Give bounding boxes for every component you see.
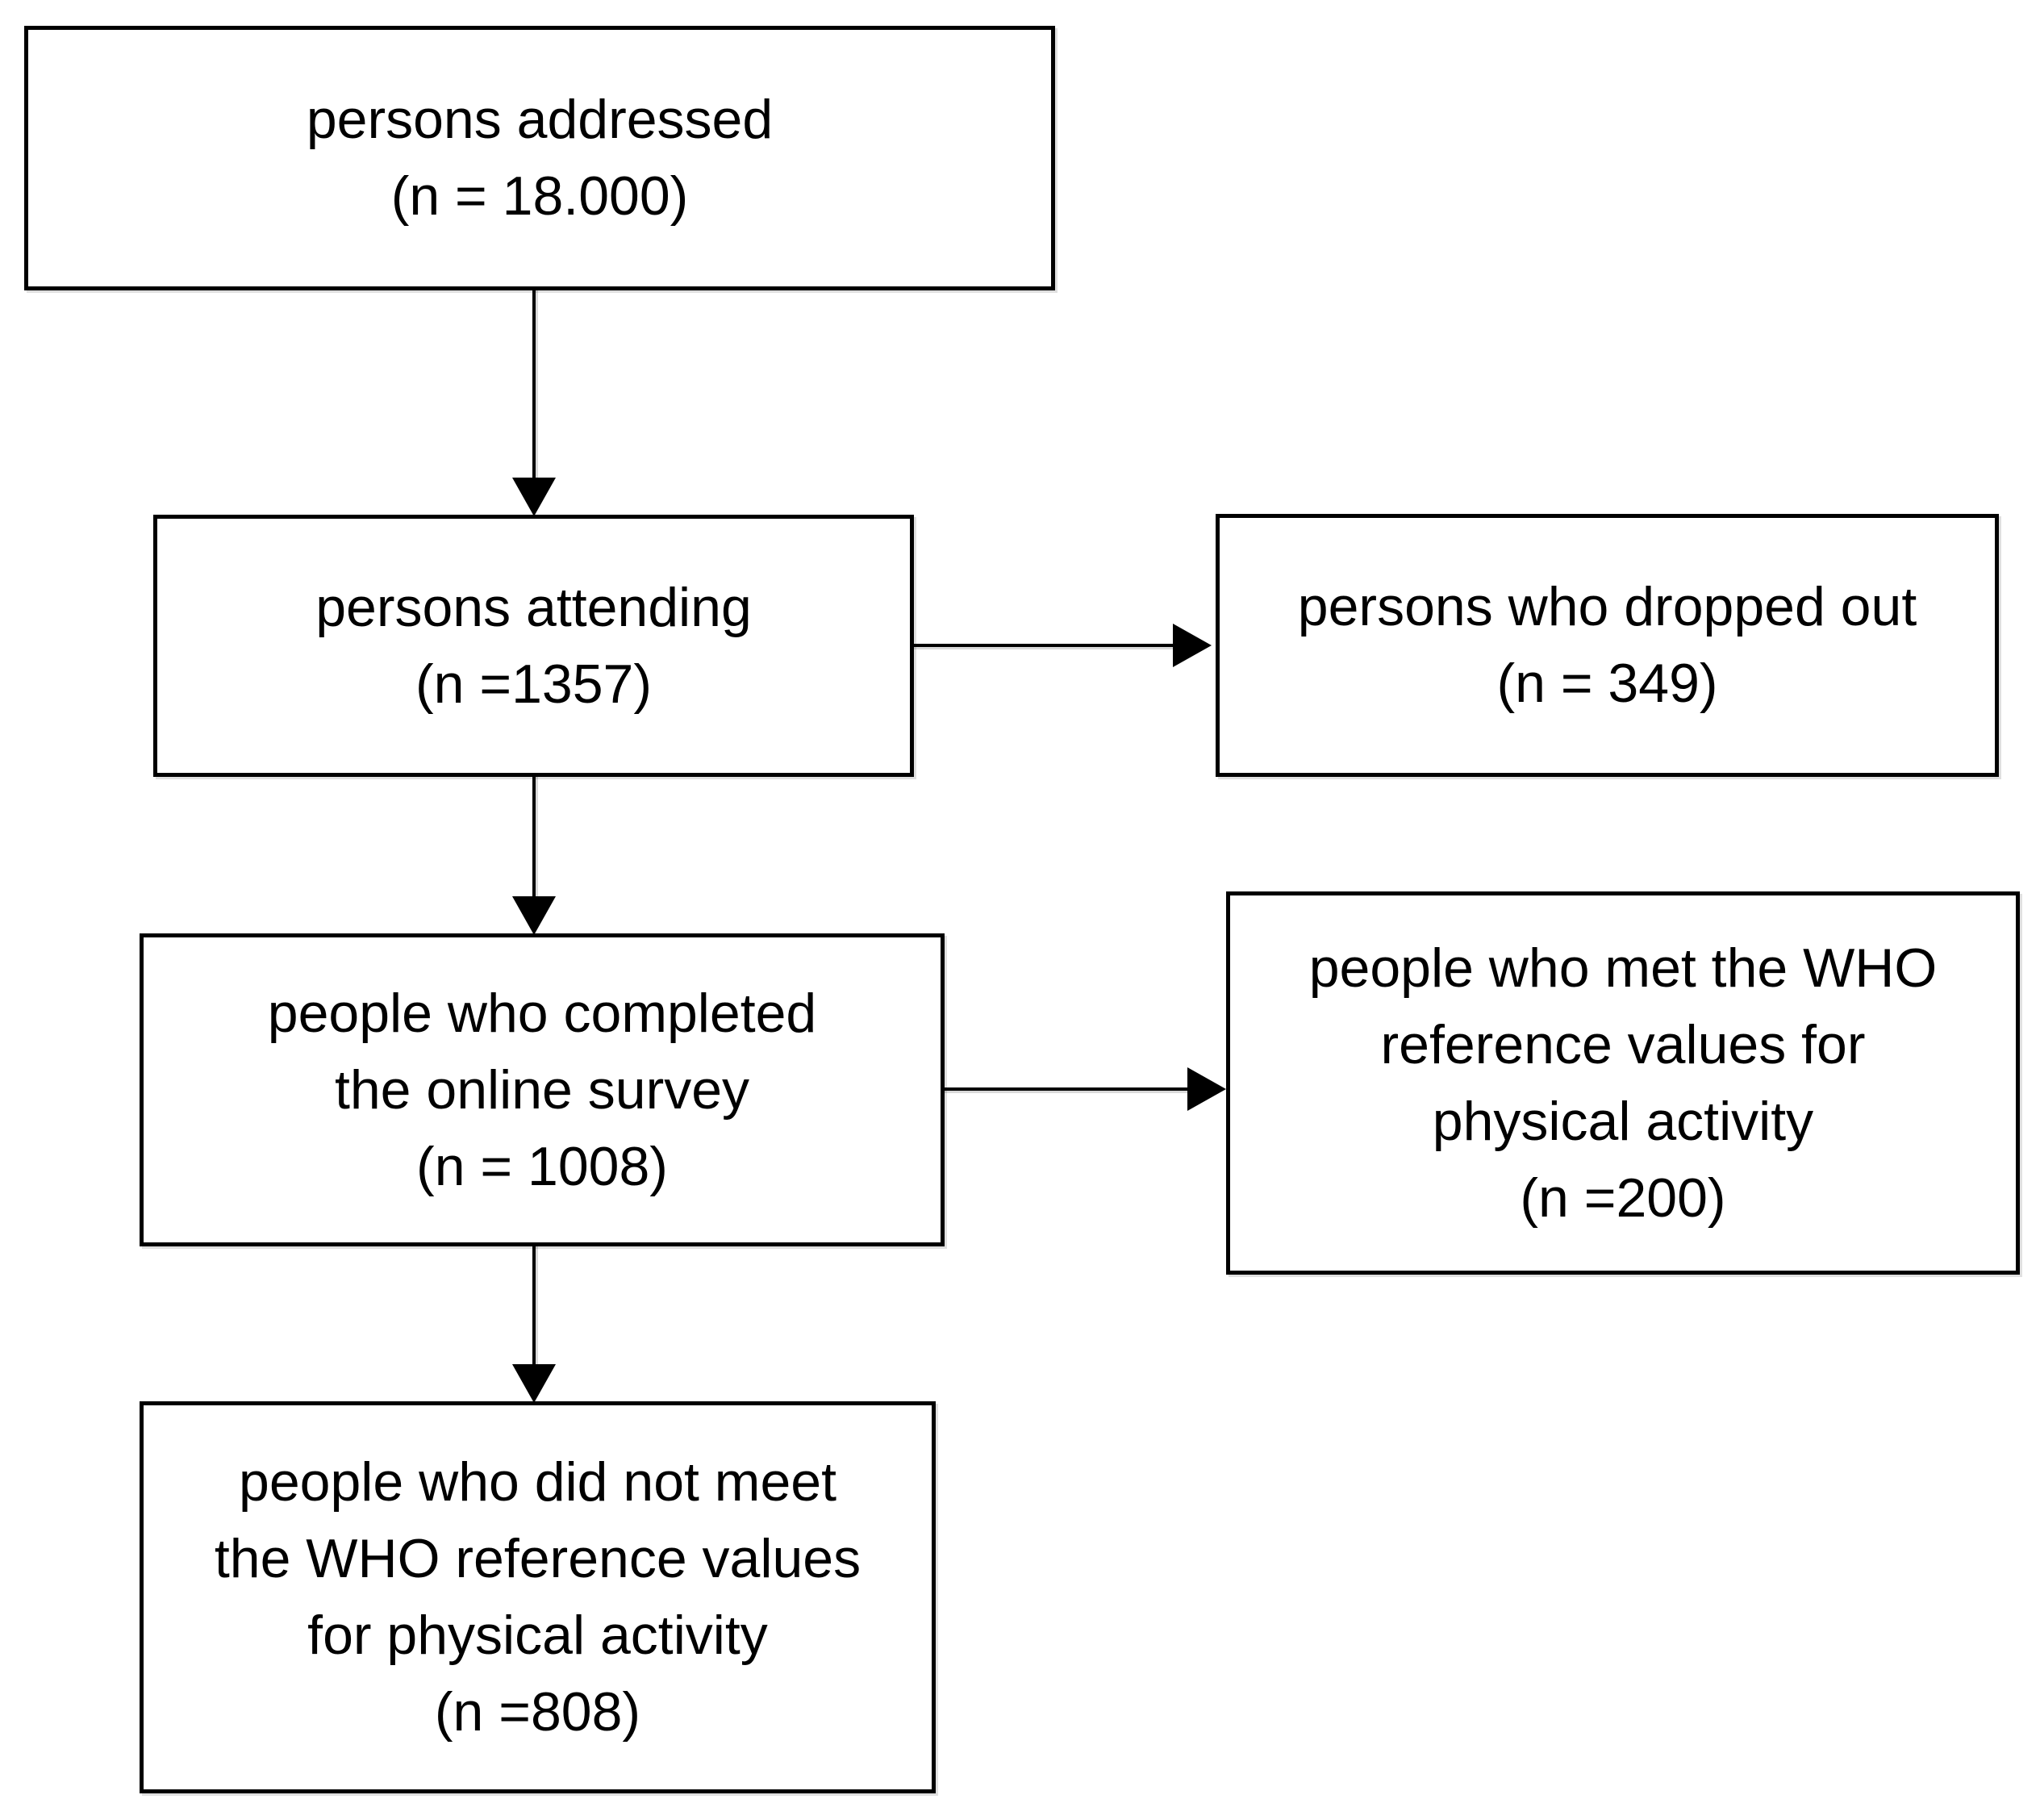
arrow-down-3-line (532, 1246, 536, 1371)
box-line: (n =200) (1520, 1167, 1726, 1229)
box-line: physical activity (1432, 1090, 1814, 1152)
box-line: people who met the WHO (1308, 937, 1938, 999)
arrow-right-2-head (1187, 1067, 1226, 1111)
box-line: (n =808) (434, 1681, 641, 1743)
box-line: for physical activity (307, 1605, 768, 1666)
box-line: people who completed (267, 982, 817, 1044)
box-line: persons attending (315, 576, 752, 638)
box-completed-online-survey: people who completed the online survey (… (140, 933, 945, 1246)
box-line: (n = 1008) (416, 1135, 668, 1197)
box-line: persons addressed (306, 89, 774, 150)
box-line: people who did not meet (239, 1451, 836, 1513)
box-line: the WHO reference values (214, 1528, 861, 1589)
box-met-who-reference: people who met the WHO reference values … (1226, 891, 2020, 1275)
arrow-right-1-line (914, 644, 1176, 647)
box-persons-attending: persons attending (n =1357) (153, 515, 914, 777)
arrow-down-1-line (532, 290, 536, 484)
arrow-down-2-head (512, 896, 556, 935)
arrow-down-3-head (512, 1364, 556, 1403)
box-line: the online survey (334, 1058, 750, 1121)
box-line: (n =1357) (415, 653, 652, 715)
box-line: reference values for (1380, 1013, 1866, 1075)
box-did-not-meet-who-reference: people who did not meet the WHO referenc… (140, 1401, 936, 1793)
box-line: (n = 18.000) (390, 165, 689, 227)
arrow-right-1-head (1173, 624, 1212, 667)
arrow-down-1-head (512, 478, 556, 516)
arrow-right-2-line (945, 1087, 1191, 1091)
box-persons-addressed: persons addressed (n = 18.000) (24, 26, 1055, 290)
box-line: persons who dropped out (1297, 576, 1917, 637)
box-persons-dropped-out: persons who dropped out (n = 349) (1216, 514, 1999, 777)
box-line: (n = 349) (1496, 653, 1718, 714)
arrow-down-2-line (532, 777, 536, 903)
